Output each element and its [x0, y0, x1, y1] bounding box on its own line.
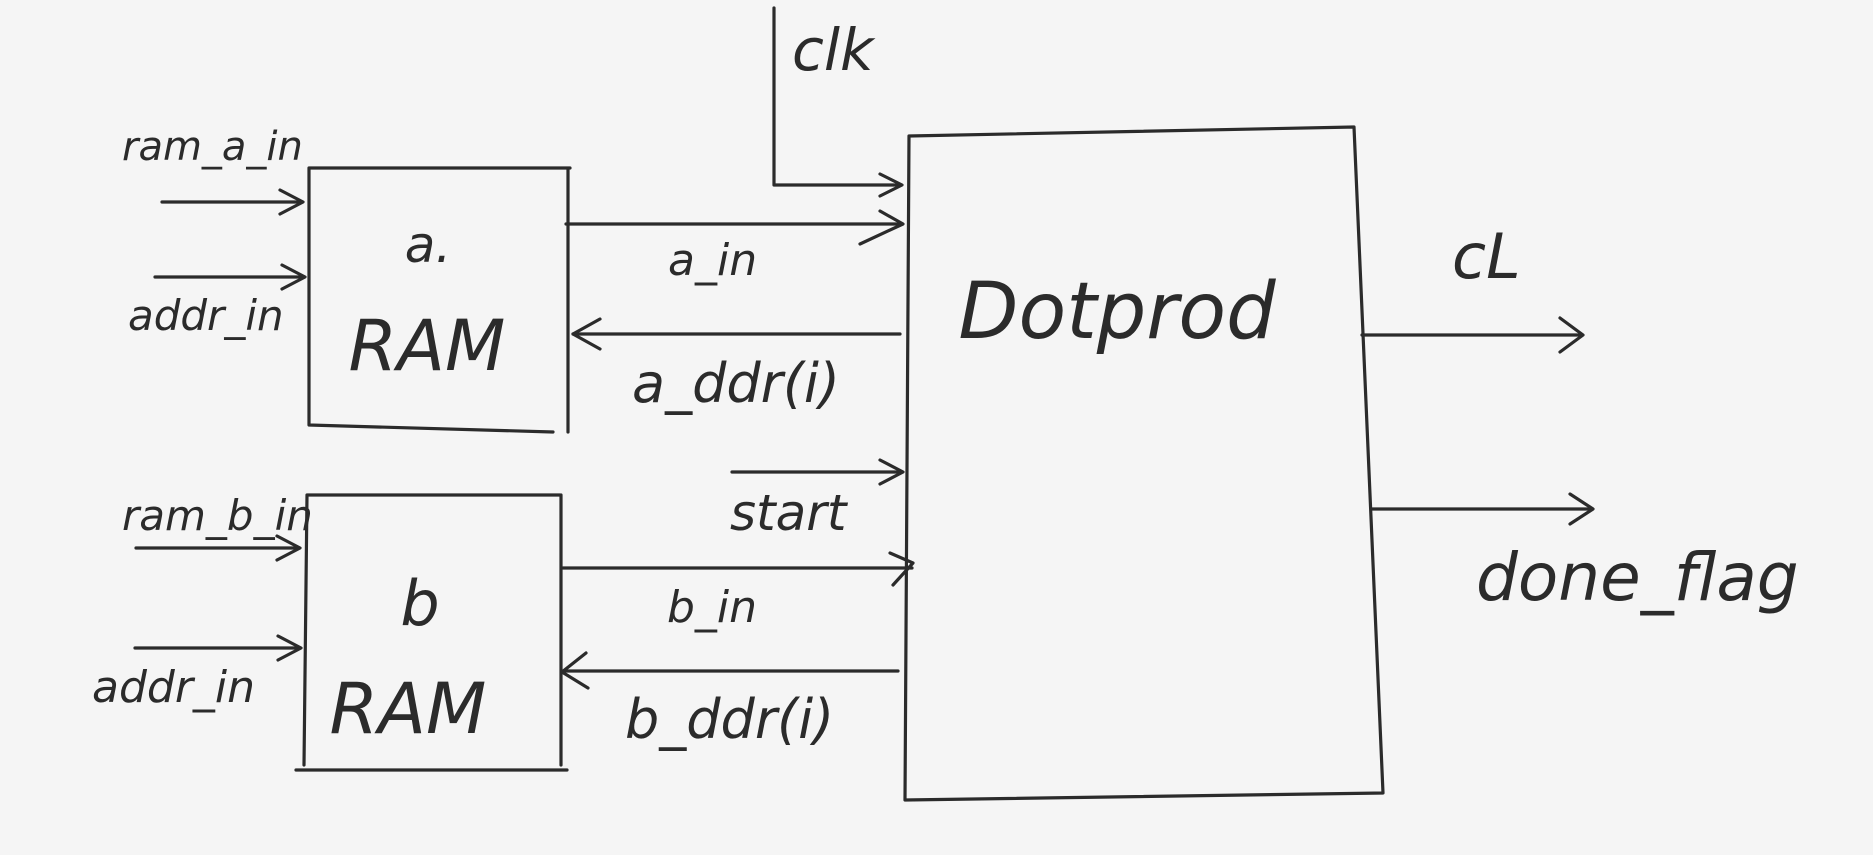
b-ddr-arrowhead: [560, 651, 590, 690]
addr-in-b-label: addr_in: [92, 662, 255, 713]
addr-in-b-signal: addr_in: [92, 634, 303, 713]
a-ddr-label: a_ddr(i): [632, 352, 840, 415]
ram-b-in-signal: ram_b_in: [122, 491, 313, 562]
ram-a-in-label: ram_a_in: [122, 124, 303, 170]
ram-b-label-2: RAM: [330, 668, 487, 750]
start-signal: start: [730, 458, 905, 542]
ram-a-label-1: a.: [405, 216, 452, 274]
b-in-label: b_in: [667, 582, 757, 633]
a-ddr-signal: a_ddr(i): [571, 317, 902, 415]
ram-a-in-arrowhead: [278, 188, 305, 216]
clk-arrowhead: [878, 172, 904, 198]
done-flag-label: done_flag: [1476, 539, 1799, 616]
addr-in-a-signal: addr_in: [128, 263, 307, 340]
a-ddr-arrowhead: [571, 317, 602, 351]
ram-a-block: a. RAM: [307, 166, 572, 434]
b-in-arrowhead: [888, 551, 915, 587]
dotprod-block: Dotprod: [903, 125, 1385, 802]
ram-a-label-2: RAM: [349, 305, 506, 387]
a-in-arrowhead: [858, 209, 905, 246]
clk-signal: clk: [772, 6, 904, 198]
ram-b-in-label: ram_b_in: [122, 491, 313, 540]
ram-b-block: b RAM: [294, 493, 569, 772]
addr-in-b-arrowhead: [276, 634, 303, 662]
c-label: cL: [1452, 220, 1521, 293]
a-in-signal: a_in: [564, 209, 905, 286]
a-in-label: a_in: [668, 235, 757, 286]
done-flag-arrowhead: [1568, 492, 1595, 526]
addr-in-a-label: addr_in: [128, 291, 284, 340]
start-label: start: [730, 484, 849, 542]
clk-label: clk: [792, 16, 876, 84]
b-ddr-signal: b_ddr(i): [560, 651, 900, 751]
ram-b-in-arrowhead: [275, 534, 302, 562]
c-arrowhead: [1558, 316, 1585, 354]
start-arrowhead: [878, 458, 905, 486]
dotprod-label: Dotprod: [958, 267, 1276, 357]
c-output-signal: cL: [1360, 220, 1585, 354]
ram-a-in-signal: ram_a_in: [122, 124, 305, 216]
b-in-signal: b_in: [561, 551, 915, 633]
addr-in-a-arrowhead: [280, 263, 307, 291]
done-flag-signal: done_flag: [1370, 492, 1799, 616]
b-ddr-label: b_ddr(i): [625, 688, 834, 751]
ram-b-label-1: b: [400, 567, 439, 640]
